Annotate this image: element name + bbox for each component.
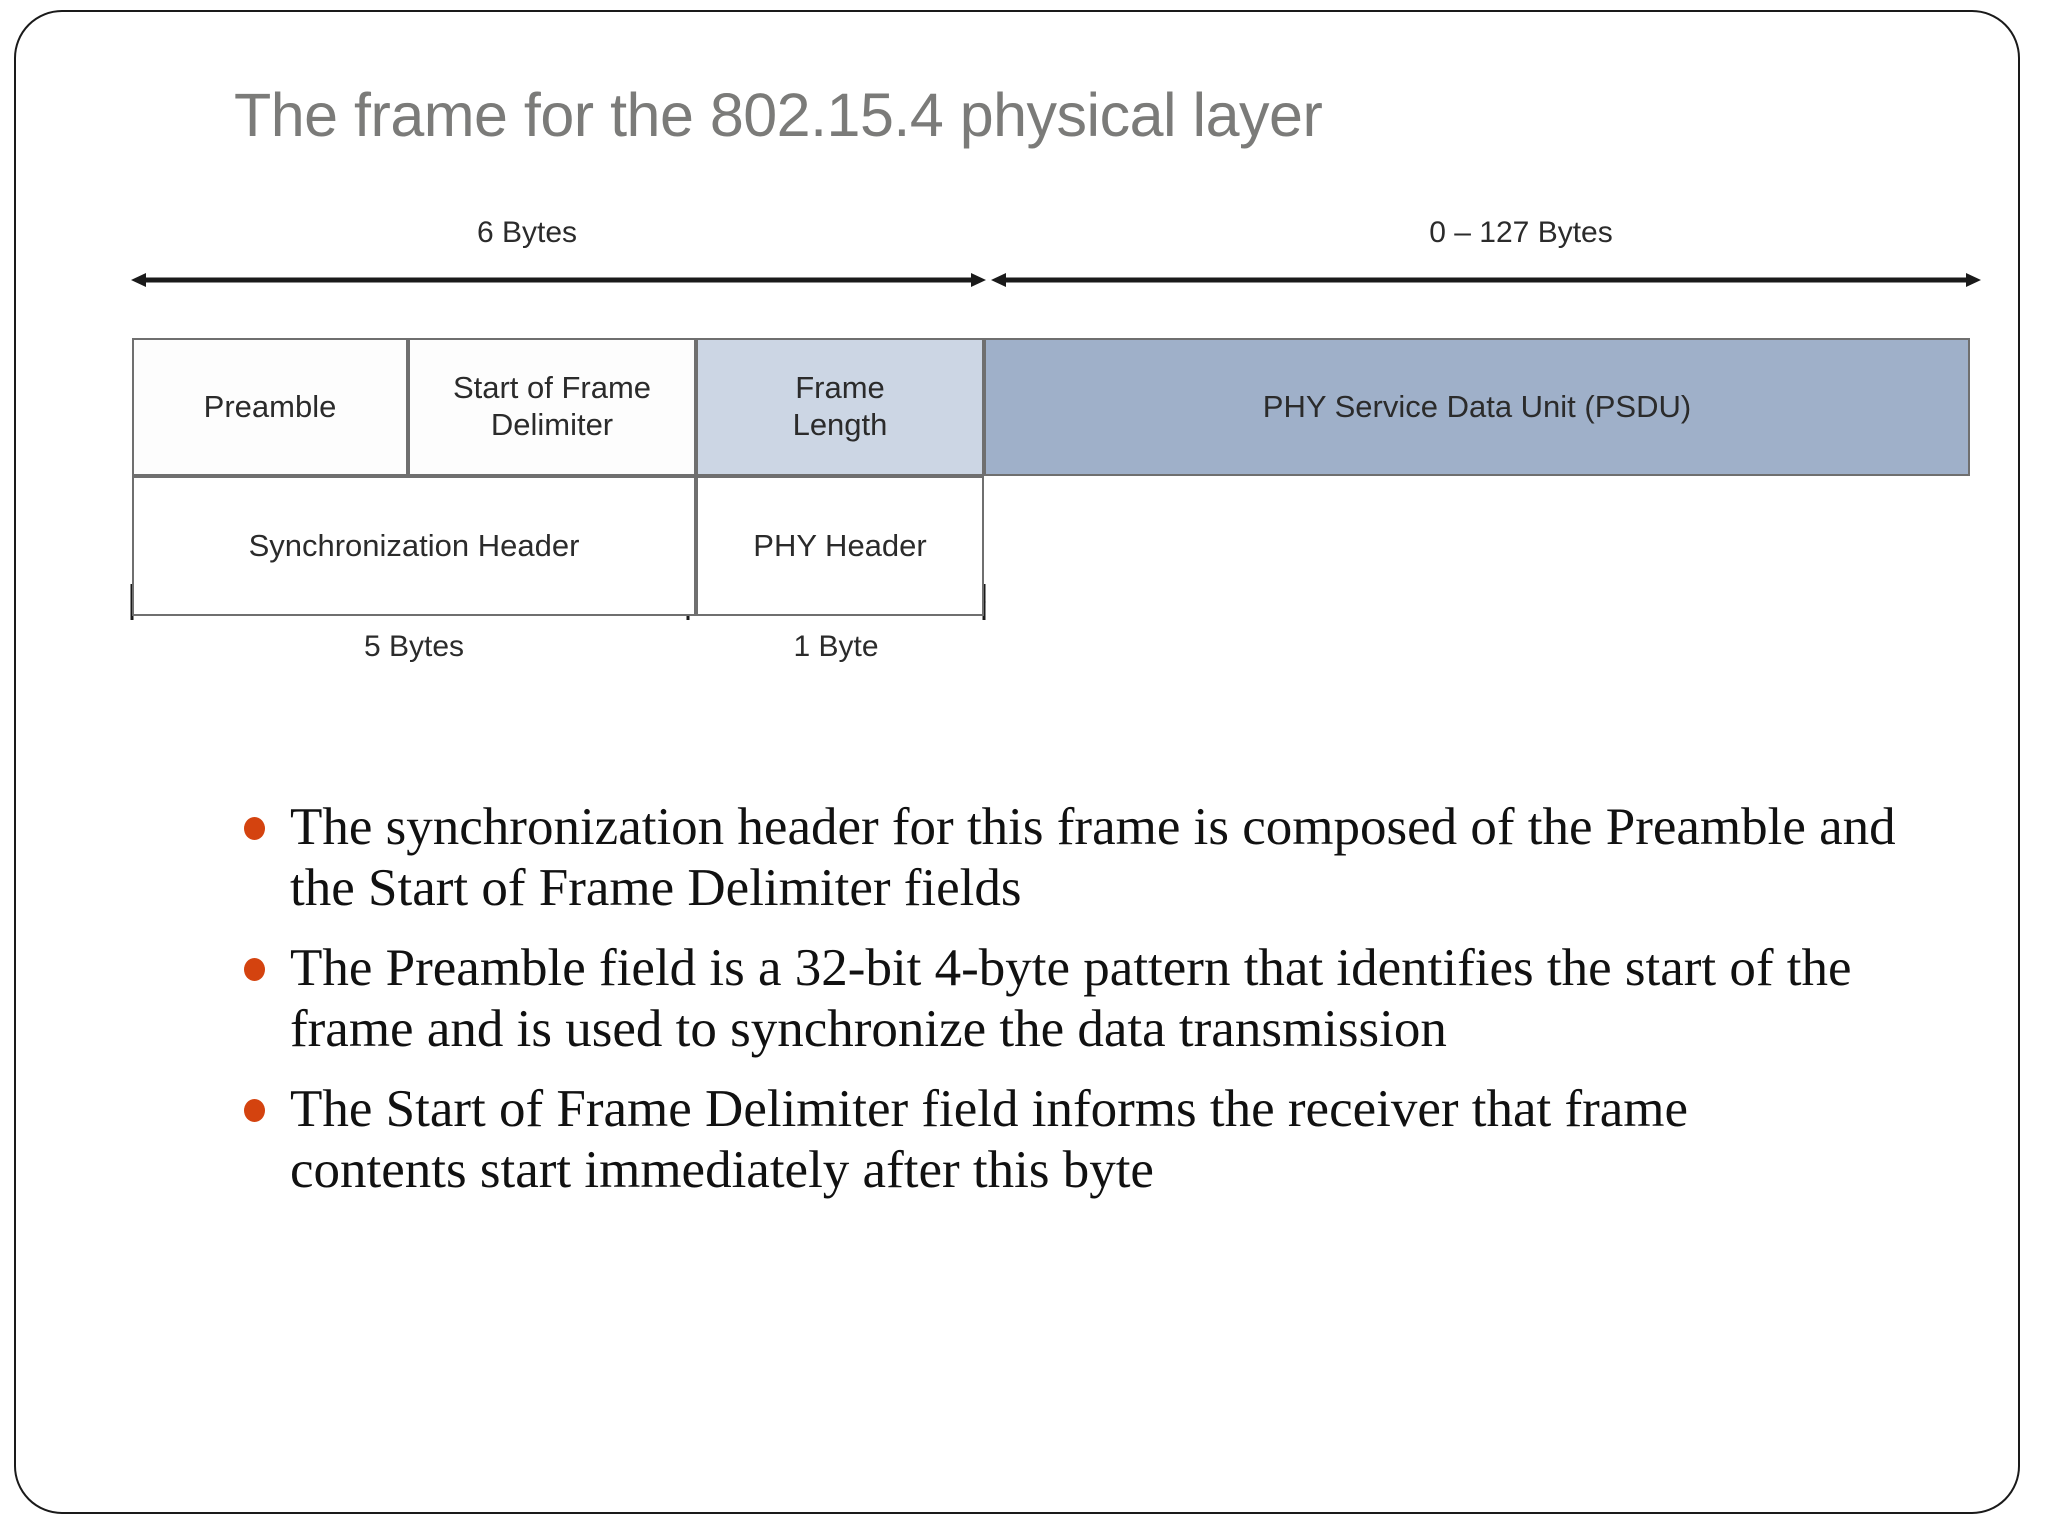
field-box-preamble: Preamble (132, 338, 408, 476)
slide-frame: The frame for the 802.15.4 physical laye… (14, 10, 2020, 1514)
top-measure-label-6-bytes: 6 Bytes (476, 216, 578, 249)
page-title: The frame for the 802.15.4 physical laye… (234, 81, 1323, 149)
bullet-dot-icon (244, 817, 266, 841)
bullet-list: The synchronization header for this fram… (244, 797, 1904, 1220)
bullet-dot-icon (244, 1098, 266, 1123)
field-box-psdu: PHY Service Data Unit (PSDU) (984, 338, 1970, 476)
phy-frame-diagram: 6 Bytes 0 – 127 Bytes (16, 202, 2022, 742)
bullet-text-2: The Preamble field is a 32-bit 4-byte pa… (290, 938, 1852, 1059)
field-box-synchronization-header: Synchronization Header (132, 476, 696, 616)
field-box-frame-length: Frame Length (696, 338, 984, 476)
bullet-text-3: The Start of Frame Delimiter field infor… (290, 1079, 1689, 1200)
field-box-phy-header: PHY Header (696, 476, 984, 616)
bullet-dot-icon (244, 957, 266, 982)
list-item: The synchronization header for this fram… (244, 797, 1904, 920)
bottom-measure-label-1-byte: 1 Byte (793, 630, 879, 663)
bullet-text-1: The synchronization header for this fram… (290, 798, 1896, 918)
field-box-start-of-frame-delimiter: Start of Frame Delimiter (408, 338, 696, 476)
list-item: The Start of Frame Delimiter field infor… (244, 1079, 1904, 1202)
top-measure-label-psdu-bytes: 0 – 127 Bytes (1429, 216, 1613, 249)
bottom-measure-label-5-bytes: 5 Bytes (363, 630, 465, 663)
list-item: The Preamble field is a 32-bit 4-byte pa… (244, 938, 1904, 1061)
